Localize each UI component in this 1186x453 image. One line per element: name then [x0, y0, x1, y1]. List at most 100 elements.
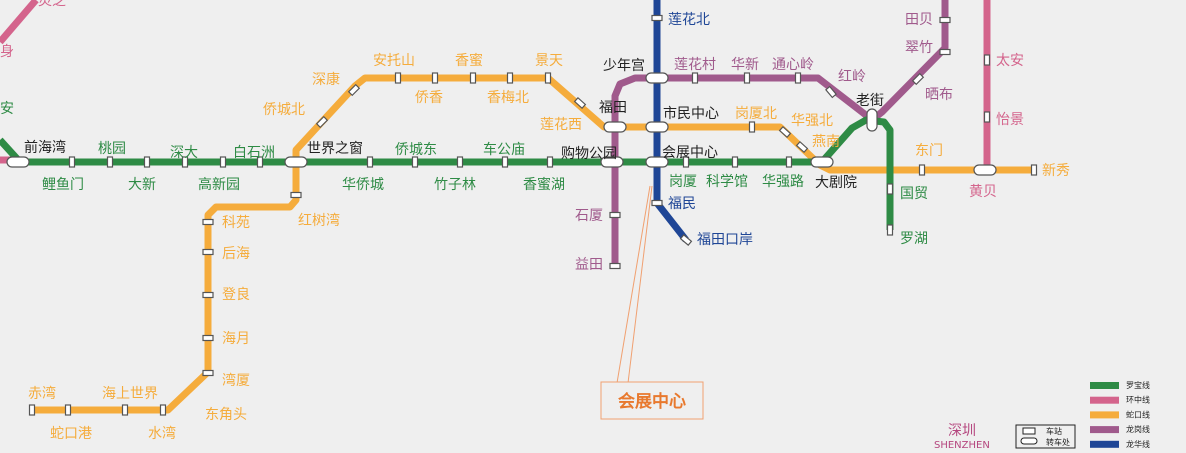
station-label: 福田 — [599, 100, 627, 116]
station-marker[interactable] — [64, 404, 72, 416]
legend-swatch — [1090, 440, 1119, 448]
station-label: 深大 — [170, 145, 198, 161]
station-marker[interactable] — [290, 191, 302, 199]
station-marker[interactable] — [469, 72, 477, 84]
station-label: 东角头 — [205, 407, 247, 423]
station-marker[interactable] — [825, 85, 837, 99]
station-marker[interactable] — [691, 72, 699, 84]
legend-label: 环中线 — [1126, 395, 1150, 405]
station-label: 老街 — [856, 93, 884, 109]
station-marker[interactable] — [256, 156, 264, 168]
station-label: 海上世界 — [102, 386, 158, 402]
station-marker[interactable] — [939, 48, 951, 56]
legend-label: 蛇口线 — [1126, 409, 1150, 419]
line-luobao — [0, 116, 894, 230]
legend-swatch — [1090, 411, 1119, 419]
key-interchange-label: 转车处 — [1046, 437, 1070, 447]
station-marker[interactable] — [106, 156, 114, 168]
legend-label: 龙岗线 — [1126, 424, 1150, 434]
station-marker[interactable] — [28, 404, 36, 416]
station-marker[interactable] — [315, 115, 329, 129]
station-marker[interactable] — [202, 248, 214, 256]
station-marker[interactable] — [546, 156, 554, 168]
station-marker[interactable] — [366, 156, 374, 168]
station-marker[interactable] — [983, 111, 991, 123]
interchange-marker[interactable] — [866, 108, 878, 132]
callout-pointer — [616, 185, 651, 384]
interchange-marker[interactable] — [603, 121, 627, 133]
interchange-marker[interactable] — [645, 121, 669, 133]
station-marker[interactable] — [651, 199, 663, 207]
station-marker[interactable] — [456, 156, 464, 168]
station-marker[interactable] — [202, 369, 214, 377]
station-marker[interactable] — [679, 234, 693, 246]
station-marker[interactable] — [159, 404, 167, 416]
station-marker[interactable] — [68, 156, 76, 168]
station-label: 安托山 — [373, 53, 415, 69]
station-marker[interactable] — [918, 164, 926, 176]
station-label: 身 — [0, 44, 14, 60]
station-label: 东门 — [915, 143, 943, 159]
station-marker[interactable] — [506, 72, 514, 84]
station-marker[interactable] — [939, 16, 951, 24]
city-name-cn: 深圳 — [948, 423, 976, 439]
station-label: 深康 — [312, 71, 340, 88]
station-label: 安 — [0, 101, 14, 117]
station-marker[interactable] — [911, 72, 925, 86]
station-marker[interactable] — [743, 72, 751, 84]
station-marker[interactable] — [731, 156, 739, 168]
station-marker[interactable] — [778, 125, 792, 139]
interchange-marker[interactable] — [600, 156, 624, 168]
interchange-marker[interactable] — [645, 72, 669, 84]
station-label: 香梅北 — [487, 90, 529, 106]
station-marker[interactable] — [886, 183, 894, 195]
station-marker[interactable] — [794, 72, 802, 84]
station-marker[interactable] — [431, 72, 439, 84]
station-marker[interactable] — [573, 96, 587, 110]
line-huanzhong-west — [0, 0, 39, 45]
station-marker[interactable] — [347, 83, 361, 97]
station-marker[interactable] — [1030, 164, 1038, 176]
station-marker[interactable] — [886, 224, 894, 236]
station-marker[interactable] — [785, 156, 793, 168]
station-marker[interactable] — [394, 72, 402, 84]
station-marker[interactable] — [411, 156, 419, 168]
station-marker[interactable] — [748, 121, 756, 133]
line-longgang — [611, 0, 949, 266]
station-marker[interactable] — [544, 72, 552, 84]
key-station-label: 车站 — [1046, 426, 1062, 436]
station-marker[interactable] — [609, 262, 621, 270]
station-marker[interactable] — [181, 156, 189, 168]
interchange-marker[interactable] — [6, 156, 30, 168]
interchange-marker[interactable] — [645, 156, 669, 168]
station-marker[interactable] — [682, 156, 690, 168]
legend-label: 罗宝线 — [1126, 380, 1150, 390]
station-marker[interactable] — [795, 140, 809, 154]
interchange-marker[interactable] — [284, 156, 308, 168]
legend-swatch — [1090, 426, 1119, 434]
station-marker[interactable] — [143, 156, 151, 168]
station-label: 石厦 — [575, 208, 603, 224]
station-marker[interactable] — [202, 218, 214, 226]
station-marker[interactable] — [202, 291, 214, 299]
station-marker[interactable] — [202, 334, 214, 342]
station-label: 世界之窗 — [307, 140, 363, 157]
interchange-marker[interactable] — [973, 164, 997, 176]
station-marker[interactable] — [609, 211, 621, 219]
station-label: 会展中心 — [662, 145, 718, 161]
station-label: 少年宫 — [603, 58, 645, 74]
interchange-marker[interactable] — [810, 156, 834, 168]
station-label: 罗湖 — [900, 231, 928, 247]
station-marker[interactable] — [501, 156, 509, 168]
station-label: 竹子林 — [434, 177, 476, 193]
station-label: 市民中心 — [663, 105, 719, 122]
station-marker[interactable] — [219, 156, 227, 168]
callout-pointer — [627, 185, 653, 384]
station-marker[interactable] — [983, 54, 991, 66]
station-marker[interactable] — [651, 14, 663, 22]
station-label: 香蜜湖 — [523, 177, 565, 193]
legend-swatch — [1090, 396, 1119, 404]
station-marker[interactable] — [121, 404, 129, 416]
